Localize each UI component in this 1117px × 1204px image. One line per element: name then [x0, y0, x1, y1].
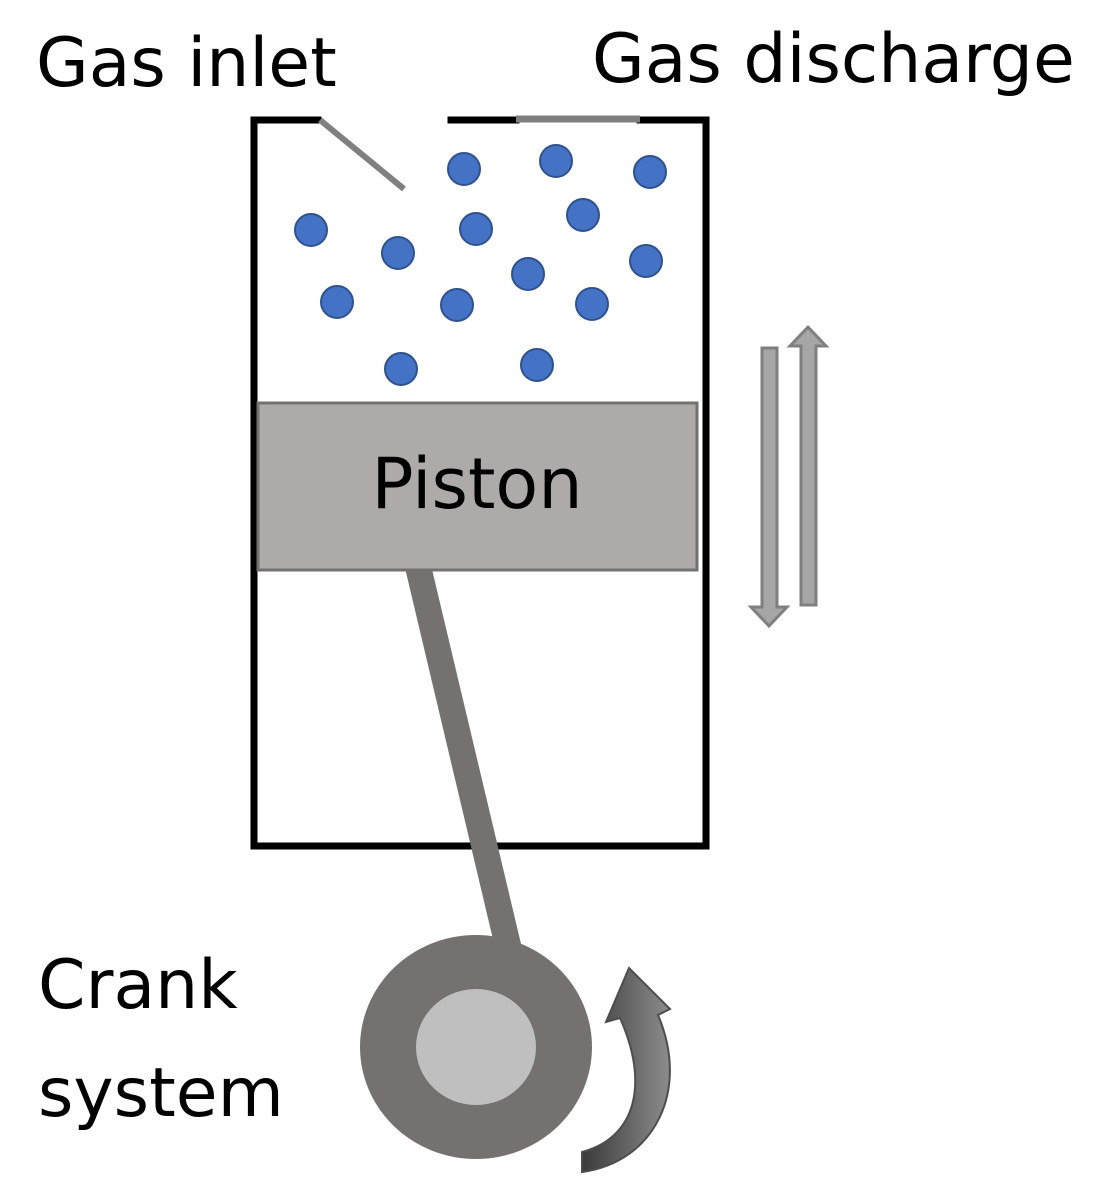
- connecting-rod: [405, 565, 522, 952]
- gas-molecule: [511, 257, 545, 291]
- gas-molecule: [520, 348, 554, 382]
- piston-motion-arrows: [747, 324, 830, 629]
- gas-molecule: [633, 155, 667, 189]
- gas-molecule: [575, 287, 609, 321]
- crank-label: Crank system: [38, 946, 284, 1133]
- crank-label-line2: system: [38, 1054, 284, 1133]
- gas-molecule: [381, 236, 415, 270]
- gas-molecule: [294, 213, 328, 247]
- up-arrow-icon: [786, 324, 830, 607]
- down-arrow-icon: [747, 346, 791, 629]
- gas-molecule: [447, 152, 481, 186]
- piston-label: Piston: [371, 443, 582, 525]
- gas-molecule: [459, 212, 493, 246]
- gas-discharge-label: Gas discharge: [592, 20, 1075, 99]
- piston: [256, 401, 699, 572]
- gas-molecule: [629, 244, 663, 278]
- gas-molecule: [384, 352, 418, 386]
- gas-molecules: [294, 144, 667, 386]
- inlet-valve: [318, 117, 406, 192]
- gas-molecule: [566, 198, 600, 232]
- crank-label-line1: Crank: [38, 946, 238, 1025]
- gas-molecule: [539, 144, 573, 178]
- gas-inlet-label: Gas inlet: [36, 24, 337, 103]
- gas-molecule: [440, 288, 474, 322]
- rotation-arrow-icon: [581, 966, 672, 1174]
- crank-inner-hub: [416, 989, 536, 1105]
- crank-wheel: [360, 935, 592, 1159]
- gas-molecule: [320, 285, 354, 319]
